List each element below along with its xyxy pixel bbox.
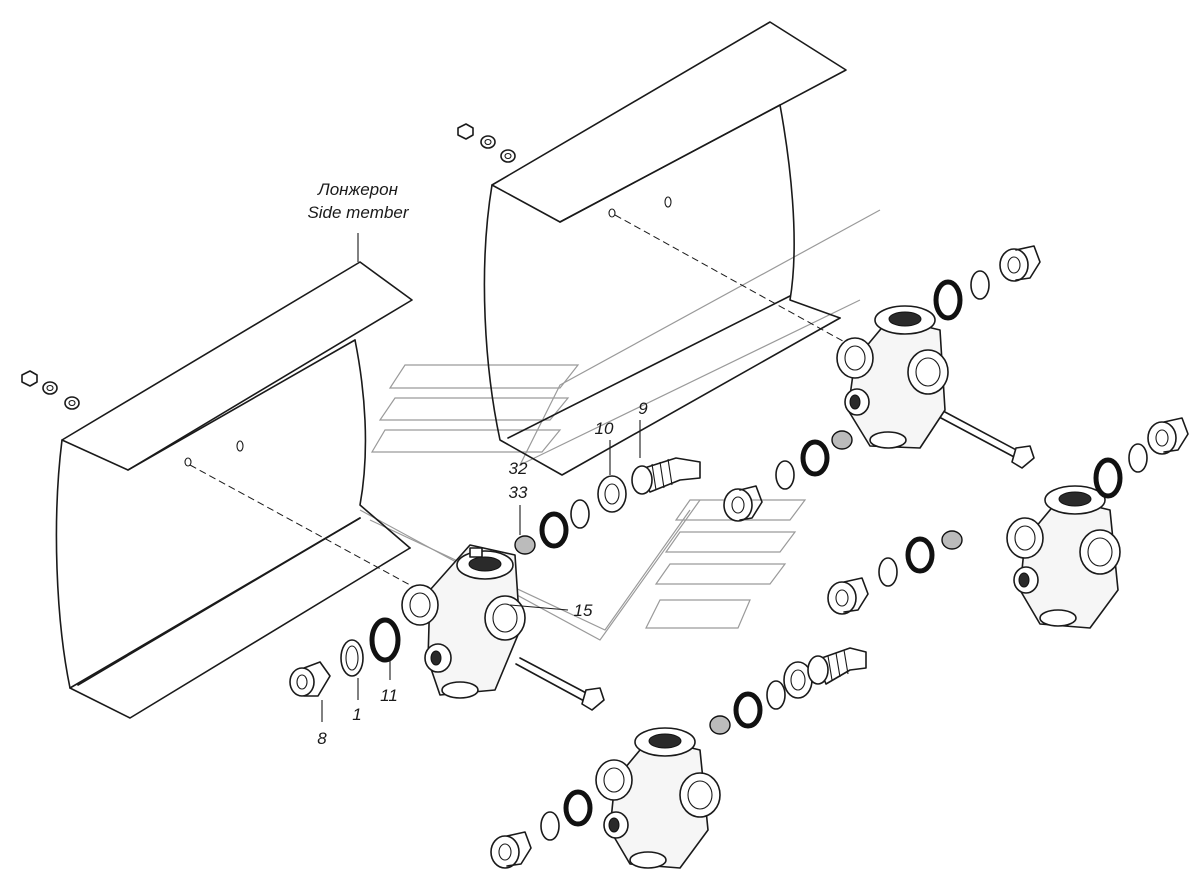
callout-33: 33 (509, 483, 528, 502)
callout-32: 32 (509, 459, 528, 478)
callout-1: 1 (352, 705, 361, 724)
washer-32b (570, 499, 590, 529)
elbow-9 (631, 457, 701, 495)
valve-b-seals (775, 245, 1041, 490)
valve-d-seals (490, 647, 867, 869)
bolt-a (515, 657, 605, 711)
washer-1 (340, 639, 364, 677)
side-member-label-en: Side member (307, 203, 409, 222)
bolt-b (940, 411, 1035, 469)
ring-32 (539, 511, 569, 549)
callout-9: 9 (638, 399, 648, 418)
watermark-logo (359, 209, 881, 641)
assembly-line-left (189, 464, 411, 586)
ring-33 (514, 535, 536, 555)
valve-a (401, 544, 526, 699)
seal-ring-11 (369, 617, 401, 663)
side-member-right (483, 21, 847, 476)
callout-8: 8 (317, 729, 327, 748)
valve-c (1006, 485, 1121, 629)
nuts-washers-right (457, 123, 516, 163)
callout-11: 11 (380, 686, 398, 705)
side-member-left (55, 261, 413, 719)
valve-c-seals (827, 417, 1189, 615)
fitting-8 (289, 661, 331, 697)
valve-b (836, 305, 949, 449)
side-member-caption: Лонжерон Side member (307, 180, 409, 222)
callout-15: 15 (574, 601, 593, 620)
fitting-center (723, 485, 763, 522)
valve-d (595, 727, 721, 869)
leader-lines (321, 233, 641, 722)
side-member-label-ru: Лонжерон (317, 180, 399, 199)
nuts-washers-left (21, 370, 80, 410)
fitting-10 (597, 475, 627, 513)
assembly-line-right (614, 214, 851, 346)
callout-10: 10 (595, 419, 614, 438)
callout-labels: 8 1 11 15 32 33 10 9 (317, 399, 648, 748)
